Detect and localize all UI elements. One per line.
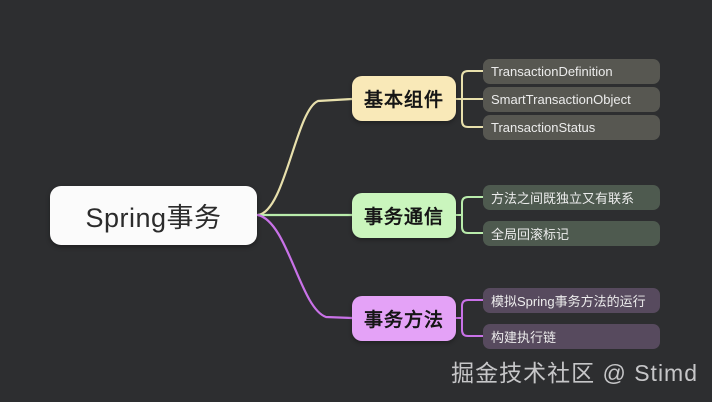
branch-label-transaction-method: 事务方法	[363, 310, 444, 331]
leaf-node-build-execution-chain[interactable]: 构建执行链	[483, 324, 660, 349]
branch-node-basic-components[interactable]: 基本组件	[352, 76, 456, 121]
root-node[interactable]: Spring事务	[50, 186, 257, 245]
leaf-node-simulate-spring-transaction-method-run[interactable]: 模拟Spring事务方法的运行	[483, 288, 660, 313]
bracket-basic	[455, 70, 484, 128]
leaf-node-global-rollback-flag[interactable]: 全局回滚标记	[483, 221, 660, 246]
leaf-node-smart-transaction-object[interactable]: SmartTransactionObject	[483, 87, 660, 112]
leaf-label-build-execution-chain: 构建执行链	[491, 330, 557, 345]
branch-node-transaction-method[interactable]: 事务方法	[352, 296, 456, 341]
branch-node-transaction-communication[interactable]: 事务通信	[352, 193, 456, 238]
leaf-node-transaction-status[interactable]: TransactionStatus	[483, 115, 660, 140]
leaf-label-transaction-status: TransactionStatus	[491, 120, 596, 135]
watermark: 掘金技术社区 @ Stimd	[451, 360, 698, 386]
leaf-label-simulate-spring-transaction-method-run: 模拟Spring事务方法的运行	[491, 294, 646, 309]
leaf-label-transaction-definition: TransactionDefinition	[491, 64, 613, 79]
leaf-node-methods-independent-yet-related[interactable]: 方法之间既独立又有联系	[483, 185, 660, 210]
leaf-label-smart-transaction-object: SmartTransactionObject	[491, 92, 631, 107]
root-node-label: Spring事务	[85, 203, 222, 233]
bracket-method	[455, 299, 484, 337]
link-root-to-method	[256, 213, 354, 320]
branch-label-basic-components: 基本组件	[363, 90, 444, 111]
bracket-communication	[455, 196, 484, 234]
leaf-label-methods-independent-yet-related: 方法之间既独立又有联系	[491, 191, 635, 206]
link-root-to-basic	[256, 97, 354, 217]
leaf-label-global-rollback-flag: 全局回滚标记	[491, 227, 570, 242]
branch-label-transaction-communication: 事务通信	[363, 207, 444, 228]
leaf-node-transaction-definition[interactable]: TransactionDefinition	[483, 59, 660, 84]
